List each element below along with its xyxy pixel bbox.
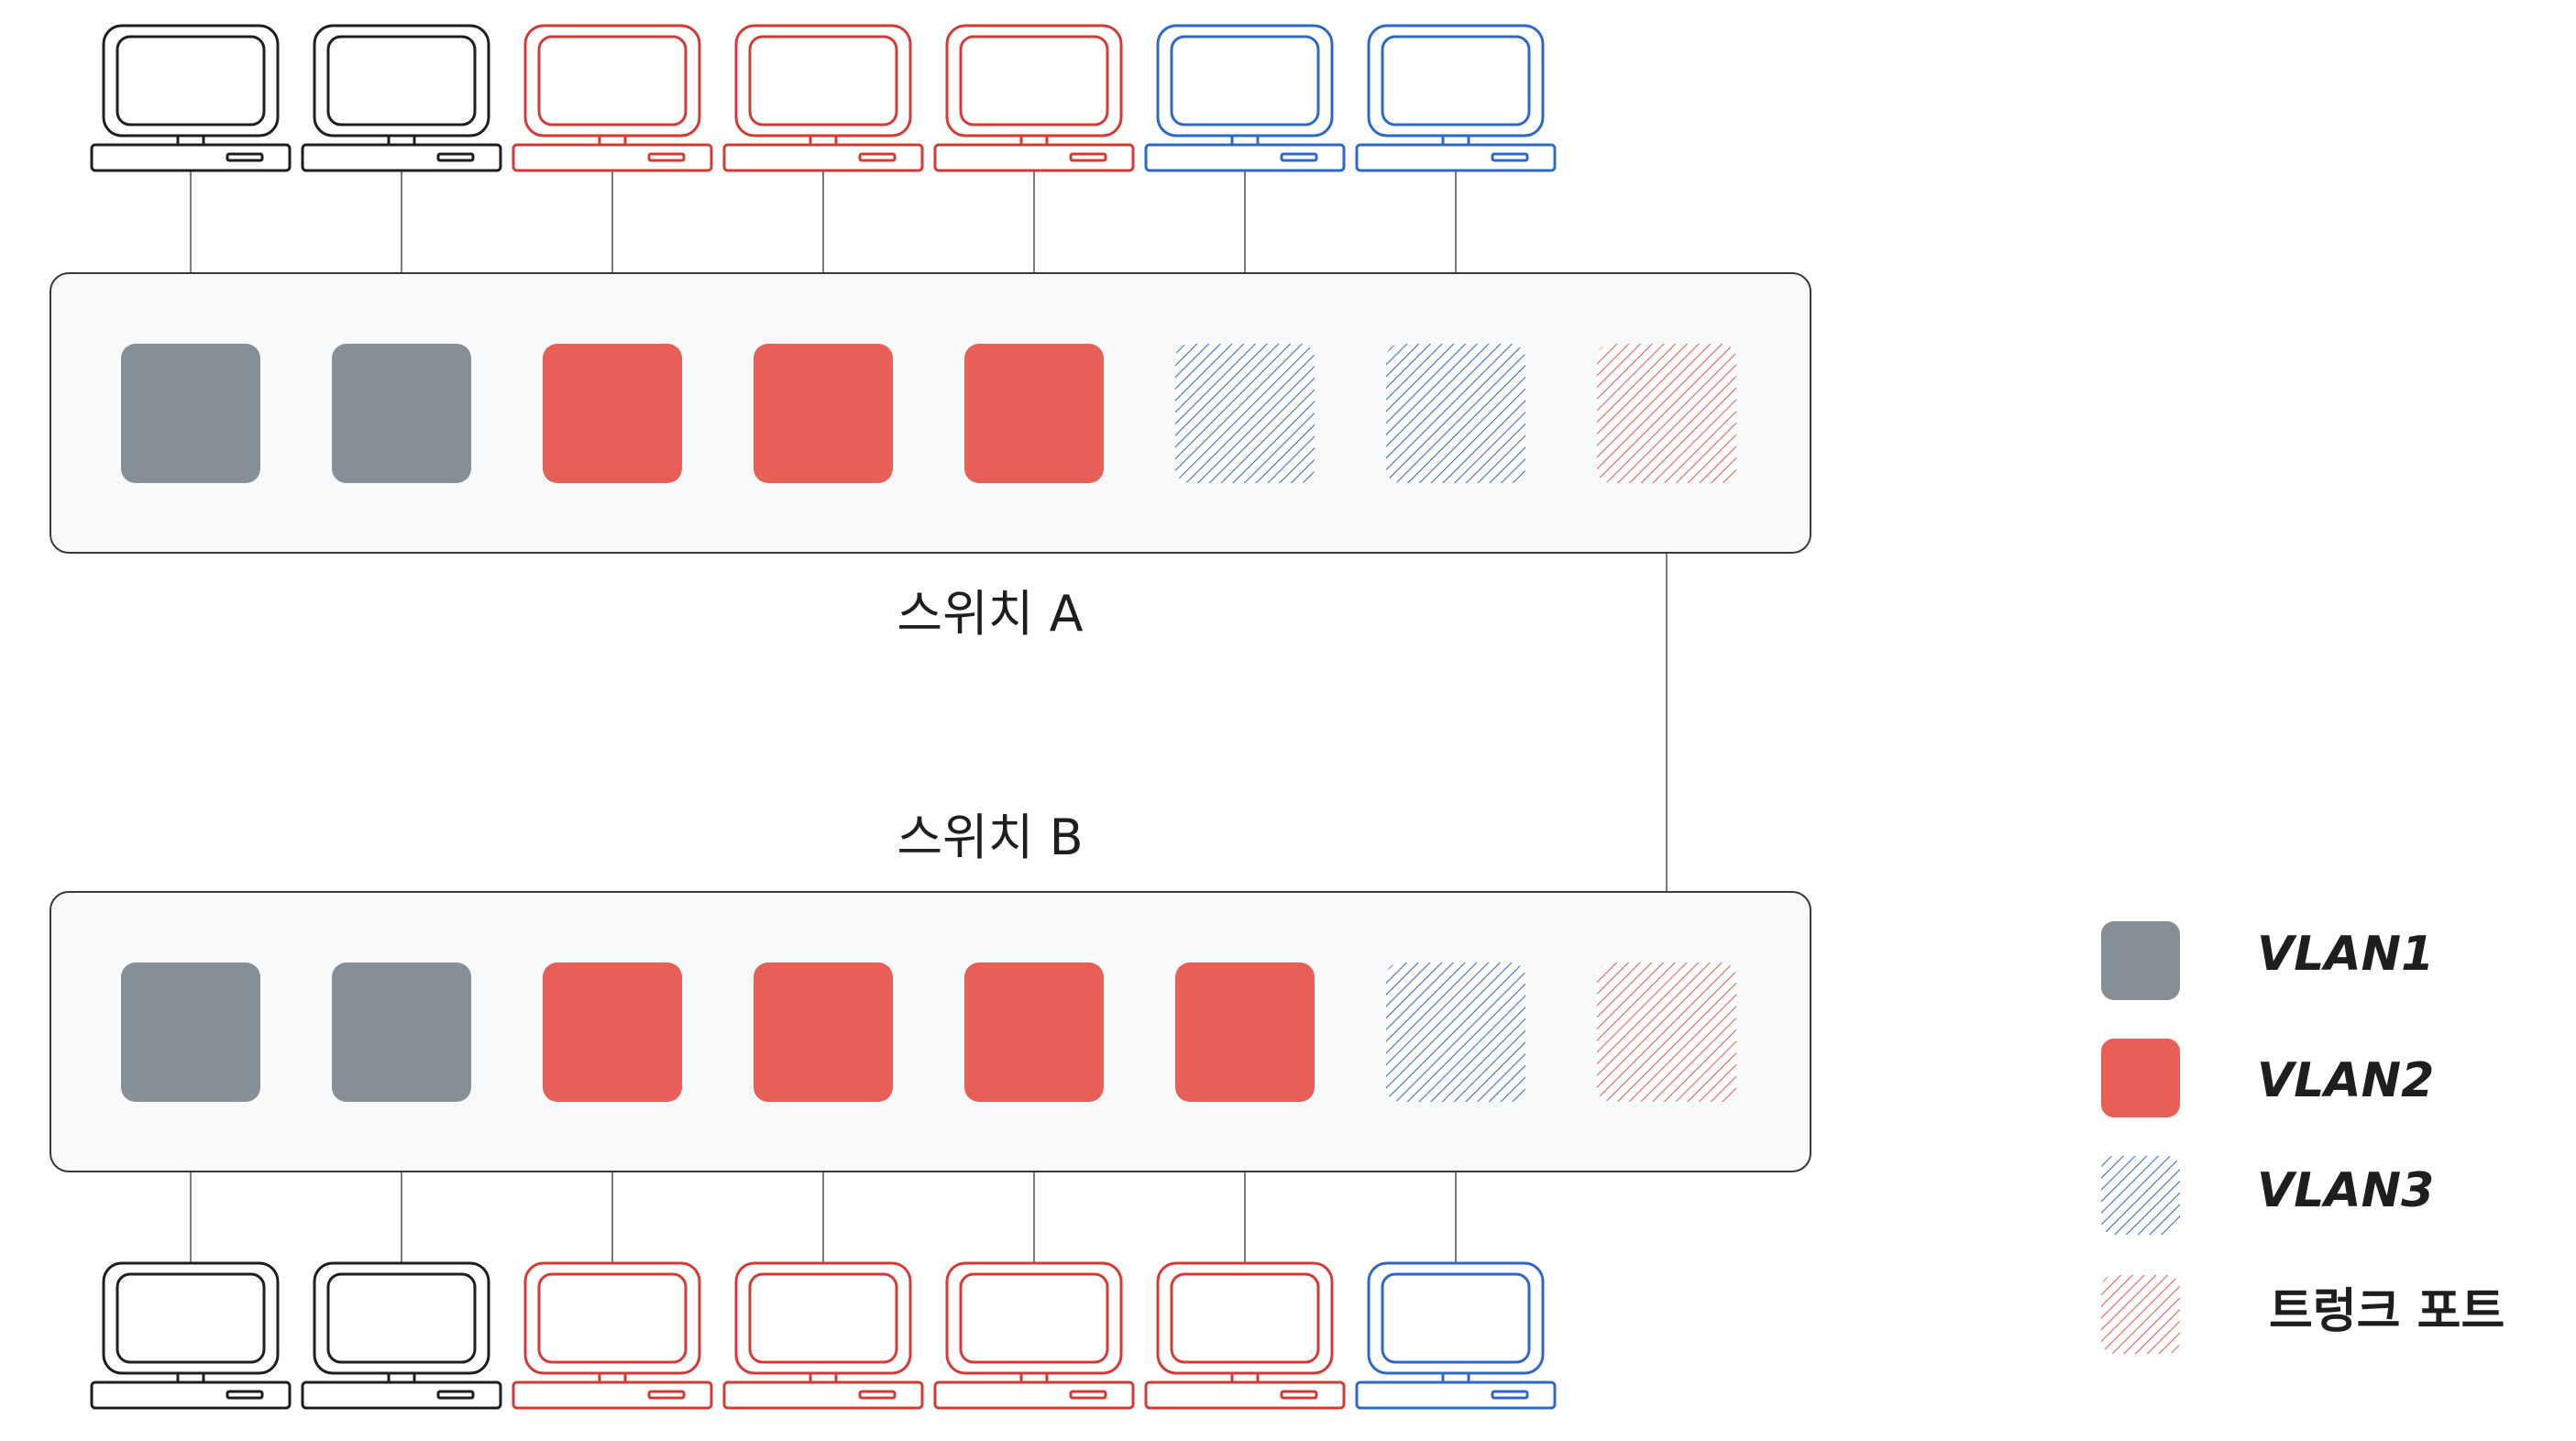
switch-a-ports xyxy=(121,344,1736,483)
switch-a-port-3-vlan2 xyxy=(543,344,682,483)
switch-a-computer-3 xyxy=(512,24,713,172)
switch-b-computer-5 xyxy=(933,1261,1135,1410)
switch-a-port-4-vlan2 xyxy=(754,344,893,483)
switch-b-port-7-vlan3 xyxy=(1386,962,1525,1102)
legend-label-trunk: 트렁크 포트 xyxy=(2269,1284,2504,1339)
switch-a-label: 스위치 A xyxy=(897,585,1083,643)
switch-a-port-6-vlan3 xyxy=(1175,344,1315,483)
switch-a-port-5-vlan2 xyxy=(964,344,1104,483)
switch-a-computer-5 xyxy=(933,24,1135,172)
legend-label-vlan2: VLAN2 xyxy=(2257,1053,2434,1108)
legend-swatch-vlan1 xyxy=(2101,921,2180,1000)
switch-a-chassis xyxy=(50,272,1811,554)
switch-b-label: 스위치 B xyxy=(897,808,1083,866)
legend-swatch-vlan2 xyxy=(2101,1039,2180,1117)
legend-swatch-trunk xyxy=(2101,1275,2180,1354)
switch-a-computer-6 xyxy=(1144,24,1346,172)
switch-a-computer-7 xyxy=(1355,24,1557,172)
switch-a-port-7-vlan3 xyxy=(1386,344,1525,483)
switch-b-computers xyxy=(90,1261,1557,1410)
switch-b-port-2-vlan1 xyxy=(332,962,471,1102)
switch-b-computer-6 xyxy=(1144,1261,1346,1410)
legend-swatch-vlan3 xyxy=(2101,1156,2180,1235)
switch-b-computer-2 xyxy=(301,1261,502,1410)
switch-b-port-5-vlan2 xyxy=(964,962,1104,1102)
switch-a-port-2-vlan1 xyxy=(332,344,471,483)
switch-a-port-1-vlan1 xyxy=(121,344,260,483)
switch-b-ports xyxy=(121,962,1736,1102)
legend-label-vlan1: VLAN1 xyxy=(2257,927,2434,982)
switch-b-port-3-vlan2 xyxy=(543,962,682,1102)
switch-b-computer-7 xyxy=(1355,1261,1557,1410)
switch-b-computer-1 xyxy=(90,1261,292,1410)
switch-a-computer-2 xyxy=(301,24,502,172)
switch-b-port-4-vlan2 xyxy=(754,962,893,1102)
switch-b-chassis xyxy=(50,891,1811,1172)
switch-b-computer-3 xyxy=(512,1261,713,1410)
legend: VLAN1 VLAN2 VLAN3 트렁크 포트 xyxy=(2101,921,2504,1354)
switch-b-port-1-vlan1 xyxy=(121,962,260,1102)
switch-a-port-8-trunk xyxy=(1597,344,1736,483)
switch-a-computer-1 xyxy=(90,24,292,172)
legend-label-vlan3: VLAN3 xyxy=(2257,1163,2434,1218)
switch-a-computer-4 xyxy=(722,24,924,172)
switch-a-computers xyxy=(90,24,1557,172)
switch-b-computer-4 xyxy=(722,1261,924,1410)
switch-b-port-8-trunk xyxy=(1597,962,1736,1102)
switch-b-port-6-vlan2 xyxy=(1175,962,1315,1102)
